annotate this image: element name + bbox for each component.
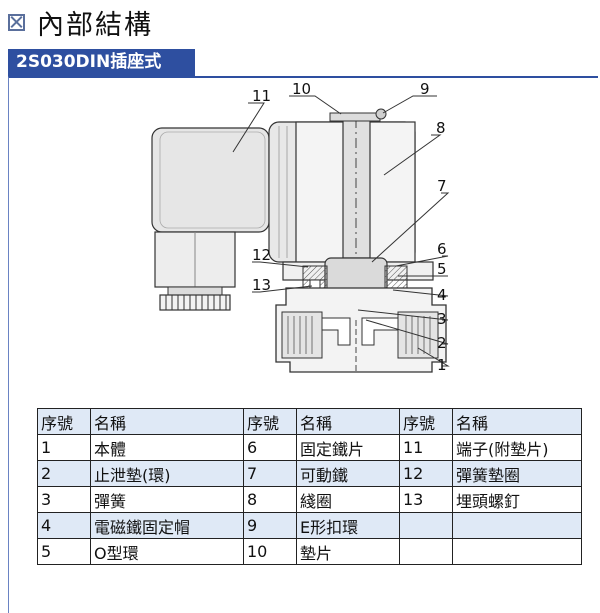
table-cell: 5: [37, 538, 91, 565]
table-cell: 7: [243, 460, 297, 487]
callout-7: 7: [437, 177, 447, 195]
callout-9: 9: [420, 80, 430, 98]
callout-2: 2: [437, 334, 447, 352]
table-cell: 6: [243, 434, 297, 461]
table-cell: 9: [243, 512, 297, 539]
callout-12: 12: [252, 246, 271, 264]
table-cell: 墊片: [296, 538, 400, 565]
page-title: 內部結構: [37, 9, 153, 41]
parts-table: 序號 名稱 序號 名稱 序號 名稱 1 本體 6 固定鐵片 11 端子(附墊片)…: [37, 408, 582, 565]
table-cell: 本體: [90, 434, 244, 461]
table-cell: 4: [37, 512, 91, 539]
table-cell: E形扣環: [296, 512, 400, 539]
table-cell: [399, 538, 453, 565]
callout-13: 13: [252, 276, 271, 294]
table-header-cell: 序號: [243, 408, 297, 435]
callout-8: 8: [436, 119, 446, 137]
table-header-cell: 名稱: [296, 408, 400, 435]
table-row: 3 彈簧 8 綫圈 13 埋頭螺釘: [37, 486, 582, 513]
table-row: 1 本體 6 固定鐵片 11 端子(附墊片): [37, 434, 582, 461]
table-row: 4 電磁鐵固定帽 9 E形扣環: [37, 512, 582, 539]
table-header-row: 序號 名稱 序號 名稱 序號 名稱: [37, 408, 582, 435]
table-cell: 彈簧墊圈: [452, 460, 582, 487]
table-cell: 止泄墊(環): [90, 460, 244, 487]
table-cell: 可動鐵: [296, 460, 400, 487]
table-cell: 11: [399, 434, 453, 461]
table-header-cell: 序號: [37, 408, 91, 435]
callout-6: 6: [437, 240, 447, 258]
valve-body: [275, 287, 447, 373]
din-connector: [151, 127, 270, 311]
table-cell: 13: [399, 486, 453, 513]
table-cell: 綫圈: [296, 486, 400, 513]
table-cell: 10: [243, 538, 297, 565]
section-frame: [8, 76, 598, 613]
table-cell: 3: [37, 486, 91, 513]
table-header-cell: 名稱: [452, 408, 582, 435]
leader-lines: [232, 95, 450, 367]
table-cell: [452, 538, 582, 565]
table-cell: 8: [243, 486, 297, 513]
table-header-cell: 序號: [399, 408, 453, 435]
table-cell: 1: [37, 434, 91, 461]
page-header: 內部結構: [8, 4, 153, 41]
callout-3: 3: [437, 310, 447, 328]
table-cell: 電磁鐵固定帽: [90, 512, 244, 539]
table-cell: 2: [37, 460, 91, 487]
callout-1: 1: [437, 356, 447, 374]
table-cell: 彈簧: [90, 486, 244, 513]
coil: [268, 108, 416, 263]
table-header-cell: 名稱: [90, 408, 244, 435]
table-cell: 固定鐵片: [296, 434, 400, 461]
table-cell: 12: [399, 460, 453, 487]
table-row: 2 止泄墊(環) 7 可動鐵 12 彈簧墊圈: [37, 460, 582, 487]
callout-4: 4: [437, 286, 447, 304]
table-cell: O型環: [90, 538, 244, 565]
table-cell: 埋頭螺釘: [452, 486, 582, 513]
callout-5: 5: [437, 260, 447, 278]
table-row: 5 O型環 10 墊片: [37, 538, 582, 565]
table-cell: [452, 512, 582, 539]
section-title: 2S030DIN插座式: [8, 49, 195, 76]
table-cell: 端子(附墊片): [452, 434, 582, 461]
callout-10: 10: [292, 80, 311, 98]
callout-11: 11: [252, 87, 271, 105]
checkbox-icon: [8, 13, 25, 31]
table-cell: [399, 512, 453, 539]
